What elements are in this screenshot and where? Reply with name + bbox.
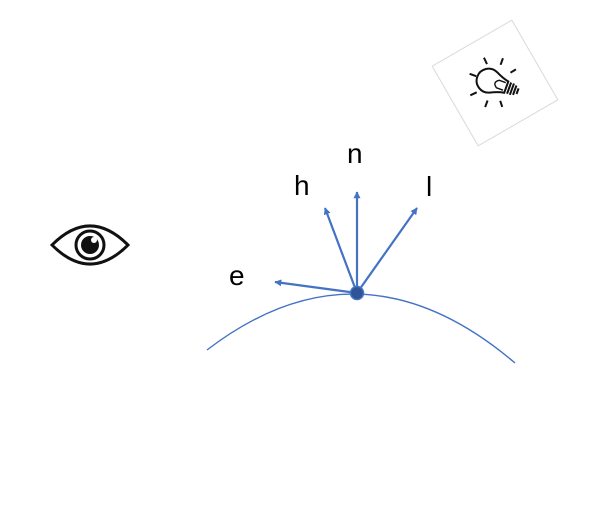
label-e: e bbox=[229, 260, 245, 291]
surface-point bbox=[349, 285, 365, 301]
light-vector-l bbox=[356, 207, 418, 294]
light-bulb-icon bbox=[431, 19, 559, 147]
surface-curve bbox=[206, 293, 516, 364]
label-l: l bbox=[426, 171, 432, 202]
halfway-vector-h bbox=[323, 207, 359, 294]
eye-icon bbox=[49, 224, 131, 266]
label-h: h bbox=[294, 170, 310, 201]
eye-vector-e bbox=[274, 279, 358, 295]
label-n: n bbox=[347, 138, 363, 169]
